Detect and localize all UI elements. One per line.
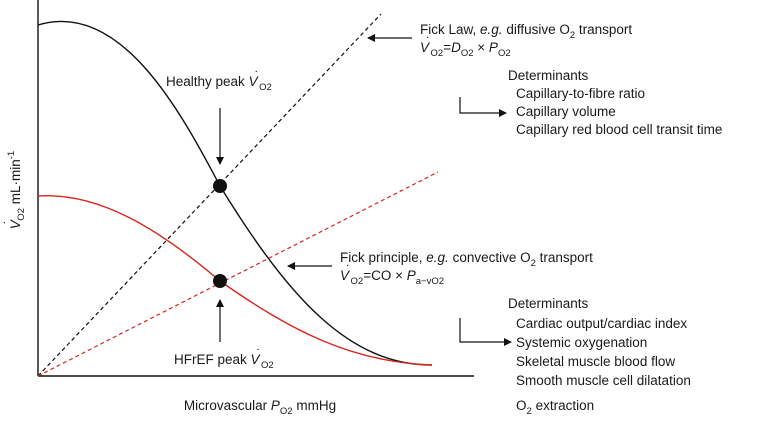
fick-law-determinants-label: Determinants [508,68,589,83]
hfref-peak-point [213,274,227,288]
determinant-item: Systemic oxygenation [516,335,647,350]
fick-principle-equation: V˙O2=CO × Pa−vO2 [340,263,444,287]
fick-law-title: Fick Law, e.g. diffusive O2 transport [420,22,632,41]
fick-principle-title: Fick principle, e.g. convective O2 trans… [340,250,593,269]
healthy-peak-label: Healthy peak V˙O2 [166,69,272,93]
determinant-item: Capillary red blood cell transit time [516,122,722,137]
healthy-peak-point [213,179,227,193]
fick-law-line [37,13,382,377]
fick-law-determinants-arrow [459,97,507,117]
determinant-item: Capillary-to-fibre ratio [516,86,645,101]
fick-principle-determinants-label: Determinants [508,296,589,311]
hfref-peak-label: HFrEF peak V˙O2 [174,347,274,371]
y-axis-label: V˙O2 mL·min-1 [2,151,27,229]
x-axis-label: Microvascular PO2 mmHg [184,398,336,417]
fick-principle-determinants-arrow [459,318,512,346]
determinant-item: Cardiac output/cardiac index [516,316,687,331]
fick-principle-determinant: O2 extraction [516,398,594,417]
determinant-item: Capillary volume [516,104,616,119]
fick-principle-line [37,171,439,377]
fick-law-equation: V˙O2=DO2 × PO2 [420,35,511,59]
determinant-item: Skeletal muscle blood flow [516,354,675,369]
determinant-item: Smooth muscle cell dilatation [516,373,691,388]
